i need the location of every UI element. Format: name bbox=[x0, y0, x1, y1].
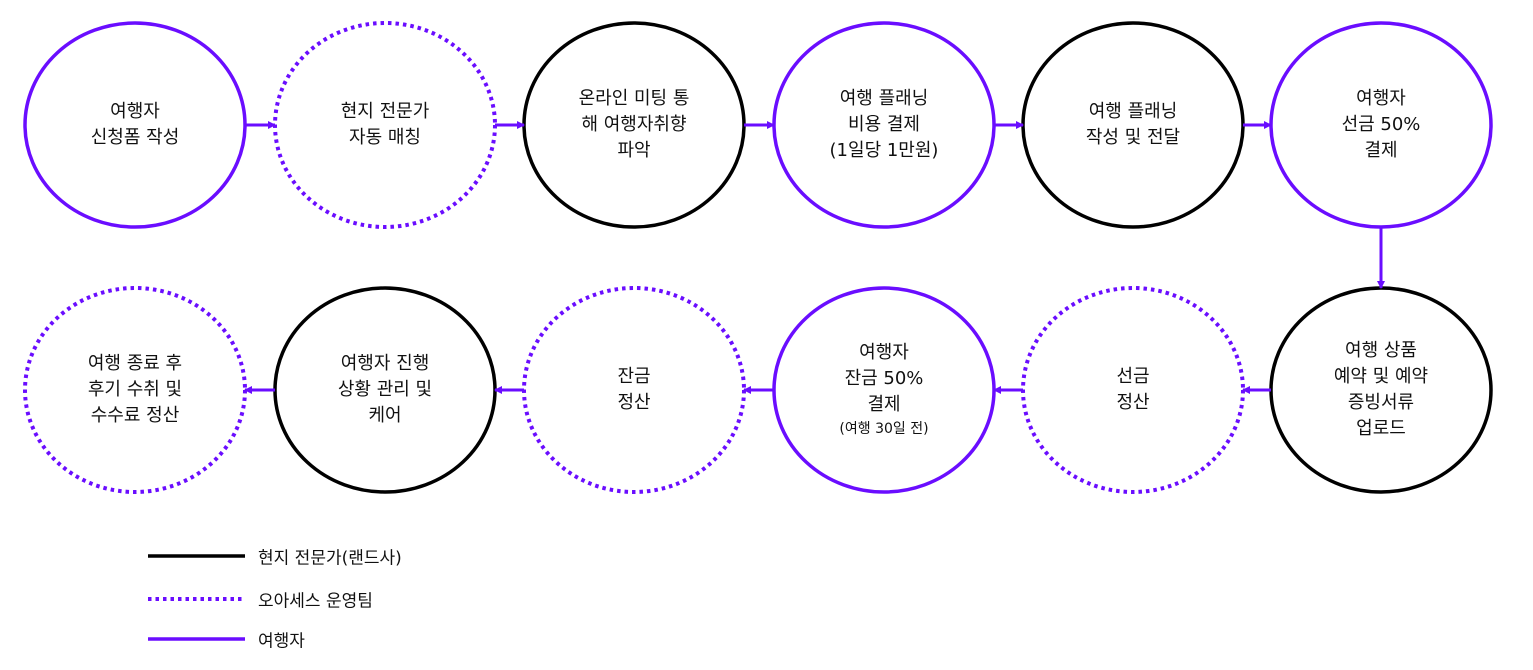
node-text-line: 여행 종료 후 bbox=[87, 353, 183, 374]
node-text-line: 신청폼 작성 bbox=[90, 127, 180, 148]
node-text-line: 파악 bbox=[617, 140, 651, 161]
node-text-line: 여행 상품 bbox=[1345, 340, 1417, 361]
node-text-line: 선금 50% bbox=[1341, 114, 1421, 135]
node-text-line: 온라인 미팅 통 bbox=[578, 88, 690, 109]
node-text-line: 여행 플래닝 bbox=[839, 88, 929, 109]
node-text-line: 선금 bbox=[1116, 366, 1150, 387]
node-note: (여행 30일 전) bbox=[839, 421, 929, 437]
node-text-line: 작성 및 전달 bbox=[1085, 127, 1181, 148]
node-text-line: 여행자 bbox=[859, 342, 909, 363]
node-text-line: 비용 결제 bbox=[848, 114, 920, 135]
node-text-line: 후기 수취 및 bbox=[87, 379, 183, 400]
legend-label: 여행자 bbox=[258, 631, 305, 652]
node-text-line: 잔금 bbox=[617, 366, 651, 387]
node-text-line: 현지 전문가 bbox=[340, 101, 430, 122]
node-text-line: 여행자 진행 bbox=[340, 353, 430, 374]
node-text-line: 케어 bbox=[368, 405, 402, 426]
node-text-line: 잔금 50% bbox=[844, 368, 924, 389]
node-text-line: 결제 bbox=[867, 394, 901, 415]
node-text-line: 정산 bbox=[617, 392, 651, 413]
node-text-line: 여행자 bbox=[110, 101, 160, 122]
node-text-line: 자동 매칭 bbox=[349, 127, 421, 148]
node-text-line: (1일당 1만원) bbox=[829, 140, 939, 161]
node-text-line: 상황 관리 및 bbox=[337, 379, 433, 400]
node-text-line: 정산 bbox=[1116, 392, 1150, 413]
node-text-line: 증빙서류 bbox=[1347, 392, 1415, 413]
node-text-line: 해 여행자취향 bbox=[581, 114, 687, 135]
node-text-line: 여행자 bbox=[1356, 88, 1406, 109]
node-text-line: 수수료 정산 bbox=[90, 405, 180, 426]
legend-label: 오아세스 운영팀 bbox=[258, 591, 373, 612]
node-text-line: 여행 플래닝 bbox=[1088, 101, 1178, 122]
node-text-line: 업로드 bbox=[1356, 418, 1406, 439]
node-text-line: 결제 bbox=[1364, 140, 1398, 161]
node-text-line: 예약 및 예약 bbox=[1333, 366, 1429, 387]
legend-label: 현지 전문가(랜드사) bbox=[258, 548, 402, 569]
